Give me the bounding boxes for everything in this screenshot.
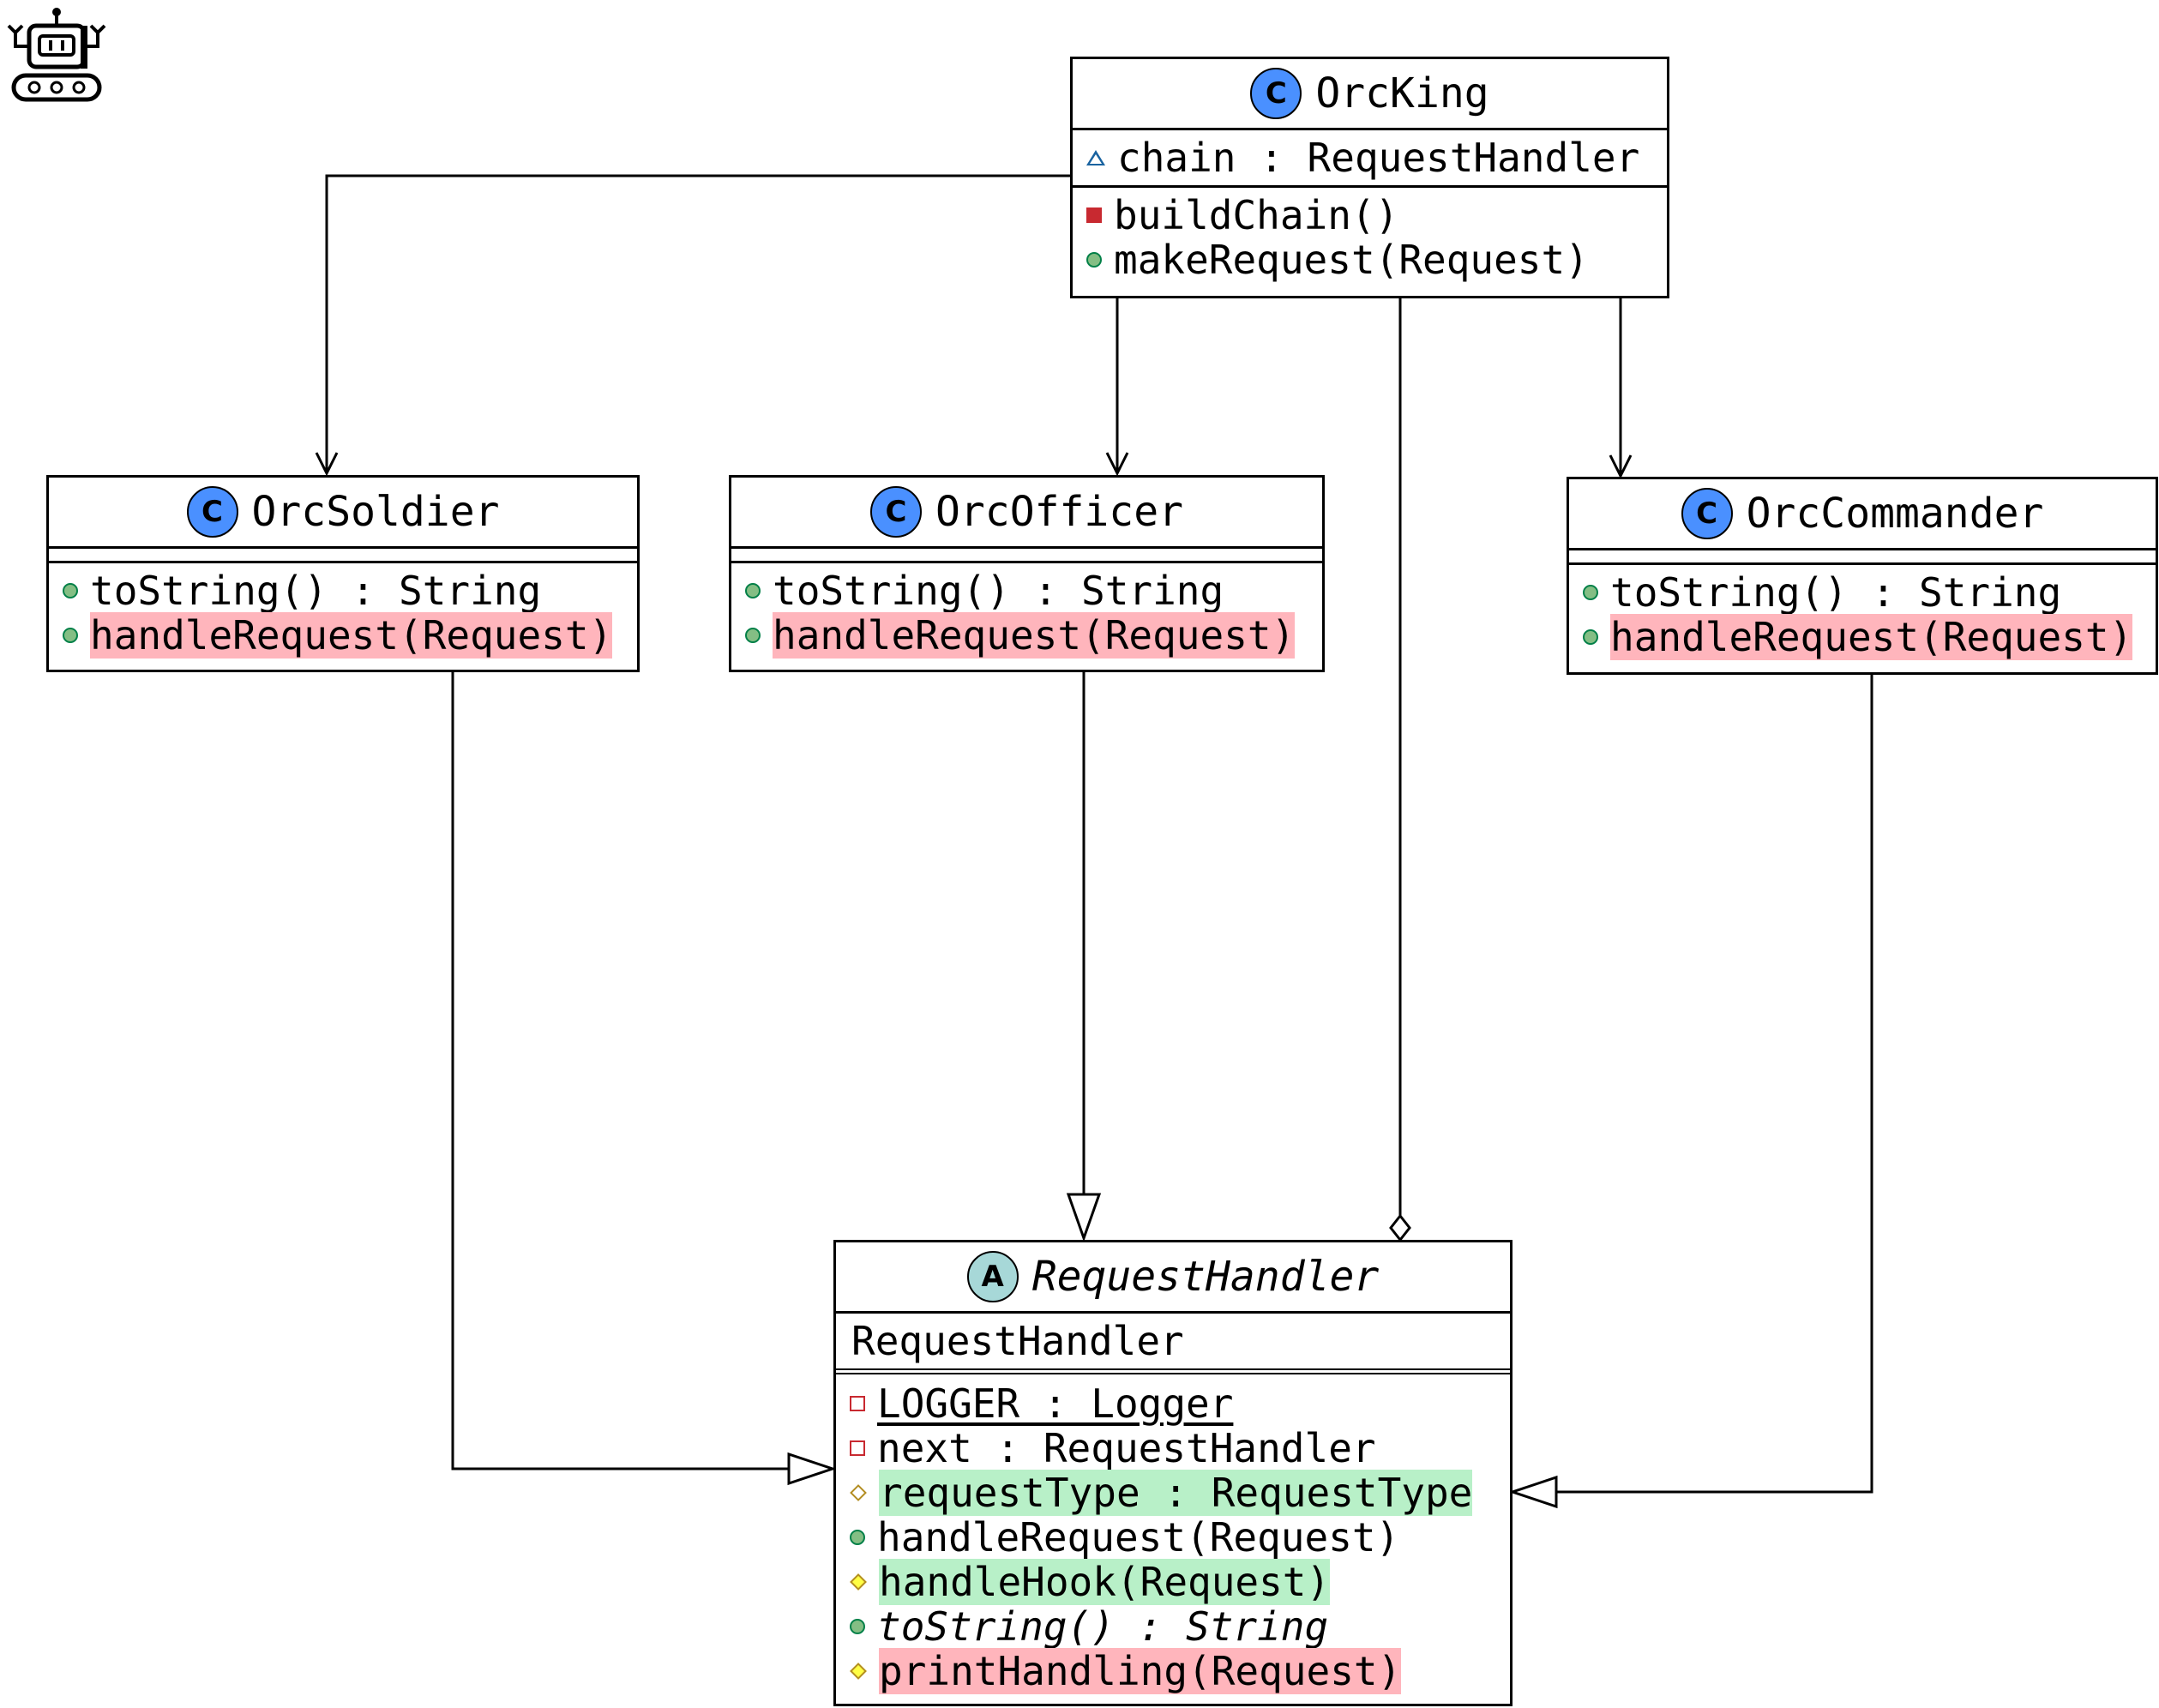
method-row: handleRequest(Request) xyxy=(1583,614,2156,660)
method-row: handleRequest(Request) xyxy=(745,612,1322,659)
member-row: LOGGER : Logger xyxy=(850,1380,1510,1427)
generalization-orcsoldier xyxy=(451,672,789,1470)
class-badge-icon: C xyxy=(1681,488,1733,539)
method-row: handleRequest(Request) xyxy=(63,612,637,659)
member-text: handleRequest(Request) xyxy=(877,1514,1400,1561)
methods-section: toString() : String handleRequest(Reques… xyxy=(731,563,1322,663)
method-text: handleRequest(Request) xyxy=(1610,614,2133,660)
class-header: C OrcOfficer xyxy=(731,478,1322,549)
class-name: OrcSoldier xyxy=(251,488,500,536)
method-row: buildChain() xyxy=(1086,192,1667,238)
class-header: C OrcCommander xyxy=(1569,479,2156,550)
methods-section: buildChain() makeRequest(Request) xyxy=(1073,188,1667,287)
method-row: toString() : String xyxy=(745,568,1322,614)
constructor-row: RequestHandler xyxy=(851,1318,1184,1364)
member-row: next : RequestHandler xyxy=(850,1425,1510,1471)
member-row: printHandling(Request) xyxy=(850,1648,1510,1694)
member-row: handleRequest(Request) xyxy=(850,1514,1510,1561)
private-visibility-icon xyxy=(850,1396,865,1411)
method-row: toString() : String xyxy=(63,568,637,614)
members-section: LOGGER : Logger next : RequestHandler re… xyxy=(836,1374,1510,1699)
method-text: toString() : String xyxy=(773,568,1224,614)
member-text: LOGGER : Logger xyxy=(877,1380,1234,1427)
arrowhead-orcofficer xyxy=(1105,452,1129,477)
fields-section: chain : RequestHandler xyxy=(1073,130,1667,188)
member-text: printHandling(Request) xyxy=(879,1648,1402,1694)
class-header: C OrcSoldier xyxy=(49,478,637,549)
method-text: toString() : String xyxy=(90,568,542,614)
private-visibility-icon xyxy=(850,1440,865,1456)
public-visibility-icon xyxy=(63,583,78,598)
class-name: RequestHandler xyxy=(1031,1253,1380,1301)
arrowhead-orccommander xyxy=(1609,454,1633,479)
member-row: handleHook(Request) xyxy=(850,1559,1510,1605)
class-header: C OrcKing xyxy=(1073,59,1667,130)
methods-section: toString() : String handleRequest(Reques… xyxy=(49,563,637,663)
package-visibility-icon xyxy=(1086,150,1105,165)
member-text: handleHook(Request) xyxy=(879,1559,1331,1605)
class-header: A RequestHandler xyxy=(836,1242,1510,1314)
class-badge-icon: C xyxy=(186,486,238,538)
class-orccommander[interactable]: C OrcCommander toString() : String handl… xyxy=(1567,477,2158,675)
private-visibility-icon xyxy=(1086,207,1102,223)
class-name: OrcKing xyxy=(1315,69,1489,117)
method-text: handleRequest(Request) xyxy=(773,612,1296,659)
fields-section xyxy=(49,549,637,563)
member-row: toString() : String xyxy=(850,1603,1510,1650)
public-visibility-icon xyxy=(1583,585,1598,600)
class-orcsoldier[interactable]: C OrcSoldier toString() : String handleR… xyxy=(46,475,640,672)
class-badge-icon: C xyxy=(870,486,922,538)
member-row: requestType : RequestType xyxy=(850,1470,1510,1516)
generalization-orccommander xyxy=(1556,675,1873,1494)
methods-section: toString() : String handleRequest(Reques… xyxy=(1569,565,2156,665)
public-visibility-icon xyxy=(1583,629,1598,645)
protected-visibility-icon xyxy=(850,1484,867,1501)
method-row: toString() : String xyxy=(1583,569,2156,616)
public-visibility-icon xyxy=(1086,252,1102,268)
class-name: OrcOfficer xyxy=(935,488,1183,536)
class-name: OrcCommander xyxy=(1746,490,2044,538)
public-visibility-icon xyxy=(850,1619,865,1634)
aggregation-diamond xyxy=(1389,1213,1411,1242)
method-text: buildChain() xyxy=(1114,192,1399,238)
method-text: handleRequest(Request) xyxy=(90,612,613,659)
association-orcking-orcsoldier xyxy=(325,174,1070,473)
field-text: chain : RequestHandler xyxy=(1117,135,1640,181)
class-requesthandler[interactable]: A RequestHandler RequestHandler LOGGER :… xyxy=(833,1240,1513,1706)
field-row: chain : RequestHandler xyxy=(1086,135,1667,181)
method-text: toString() : String xyxy=(1610,569,2062,616)
member-text: toString() : String xyxy=(877,1603,1329,1650)
public-visibility-icon xyxy=(745,628,761,643)
constructor-section: RequestHandler xyxy=(836,1314,1510,1374)
protected-visibility-icon xyxy=(850,1663,867,1680)
generalization-head-orcofficer xyxy=(1066,1193,1102,1242)
method-row: makeRequest(Request) xyxy=(1086,237,1667,283)
protected-visibility-icon xyxy=(850,1573,867,1591)
public-visibility-icon xyxy=(63,628,78,643)
arrowhead-orcsoldier xyxy=(315,452,339,477)
member-text: next : RequestHandler xyxy=(877,1425,1376,1471)
fields-section xyxy=(1569,550,2156,565)
class-orcking[interactable]: C OrcKing chain : RequestHandler buildCh… xyxy=(1070,57,1669,298)
generalization-head-orccommander xyxy=(1508,1475,1558,1509)
robot-logo-icon xyxy=(7,8,106,102)
fields-section xyxy=(731,549,1322,563)
method-text: makeRequest(Request) xyxy=(1114,237,1589,283)
public-visibility-icon xyxy=(850,1530,865,1545)
member-text: requestType : RequestType xyxy=(879,1470,1473,1516)
class-badge-icon: C xyxy=(1250,68,1302,119)
class-orcofficer[interactable]: C OrcOfficer toString() : String handleR… xyxy=(729,475,1325,672)
abstract-badge-icon: A xyxy=(966,1251,1019,1302)
generalization-head-orcsoldier xyxy=(787,1452,837,1486)
public-visibility-icon xyxy=(745,583,761,598)
